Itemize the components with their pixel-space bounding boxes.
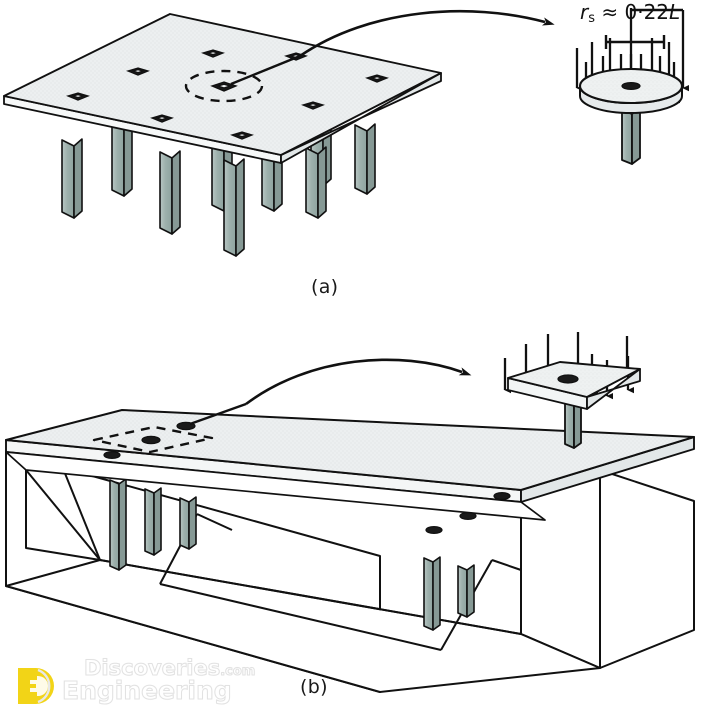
disc-column-head <box>621 81 641 90</box>
column <box>305 146 327 219</box>
column-head-marker <box>66 92 90 101</box>
column <box>109 478 127 571</box>
column-head-marker <box>365 74 389 83</box>
dimension-line-rs <box>604 35 666 49</box>
watermark-site: Discoveries.com <box>83 656 256 681</box>
column-head-markers-a <box>66 49 389 140</box>
haunch-edge-left <box>25 469 101 561</box>
column <box>223 158 245 257</box>
panel-b-bridge-deck <box>5 358 695 693</box>
column-head-marker <box>493 492 511 501</box>
column-head-marker <box>301 101 325 110</box>
haunch-edge-left-inner <box>61 465 101 561</box>
block-edge-right <box>586 368 641 410</box>
haunch-edge-mid-top <box>196 513 233 531</box>
column-head-marker-center <box>210 81 238 92</box>
formula-rs: rs ≈ 0·22L <box>580 0 680 26</box>
column <box>159 150 181 235</box>
callout-leader-line-a <box>230 54 301 86</box>
panel-a-flat-slab <box>3 9 555 257</box>
watermark: Discoveries.com Engineering <box>14 656 264 708</box>
column-head-marker <box>103 451 121 460</box>
haunch-edge-right-top <box>491 559 522 571</box>
column-head-marker <box>230 131 254 140</box>
callout-a-punching-disc <box>575 8 689 165</box>
column-head-markers-b <box>103 421 511 534</box>
deck-cantilever-lip <box>5 451 546 521</box>
watermark-brand: Engineering <box>62 676 233 706</box>
punching-perimeter-rectangle <box>92 425 214 454</box>
column-head-marker <box>425 525 443 534</box>
column-head-marker <box>201 49 225 58</box>
watermark-logo-icon <box>18 668 54 704</box>
callout-leader-line-b <box>189 402 247 426</box>
callout-b-punching-block <box>503 332 641 449</box>
column-head-marker <box>459 511 477 520</box>
column-head-marker <box>150 114 174 123</box>
box-void-bottom <box>159 583 442 651</box>
formula-symbol: r <box>580 0 589 24</box>
column-group-b <box>109 478 475 631</box>
watermark-tld: .com <box>220 664 256 680</box>
column <box>61 138 83 219</box>
column <box>144 487 162 556</box>
formula-subscript: s <box>588 11 596 26</box>
box-girder-soffit <box>5 559 601 693</box>
slab-edge-front-right <box>280 72 442 164</box>
formula-relation: ≈ <box>601 0 619 24</box>
column <box>354 123 376 195</box>
column-head-marker <box>126 67 150 76</box>
formula-value: 0·22 <box>624 0 670 24</box>
punching-perimeter-circle <box>184 69 264 103</box>
deck-top-surface <box>5 409 695 491</box>
column-head-marker-center <box>141 435 161 445</box>
panel-b-label: (b) <box>300 676 328 698</box>
callout-arrow-a <box>299 9 555 58</box>
formula-variable: L <box>669 0 681 24</box>
abutment-right <box>520 469 695 669</box>
block-column-head <box>557 374 579 384</box>
panel-a-label: (a) <box>311 276 339 298</box>
column <box>423 556 441 631</box>
column <box>179 496 197 550</box>
column <box>457 564 475 618</box>
callout-column-a <box>621 107 641 165</box>
callout-arrow-b <box>245 358 472 406</box>
